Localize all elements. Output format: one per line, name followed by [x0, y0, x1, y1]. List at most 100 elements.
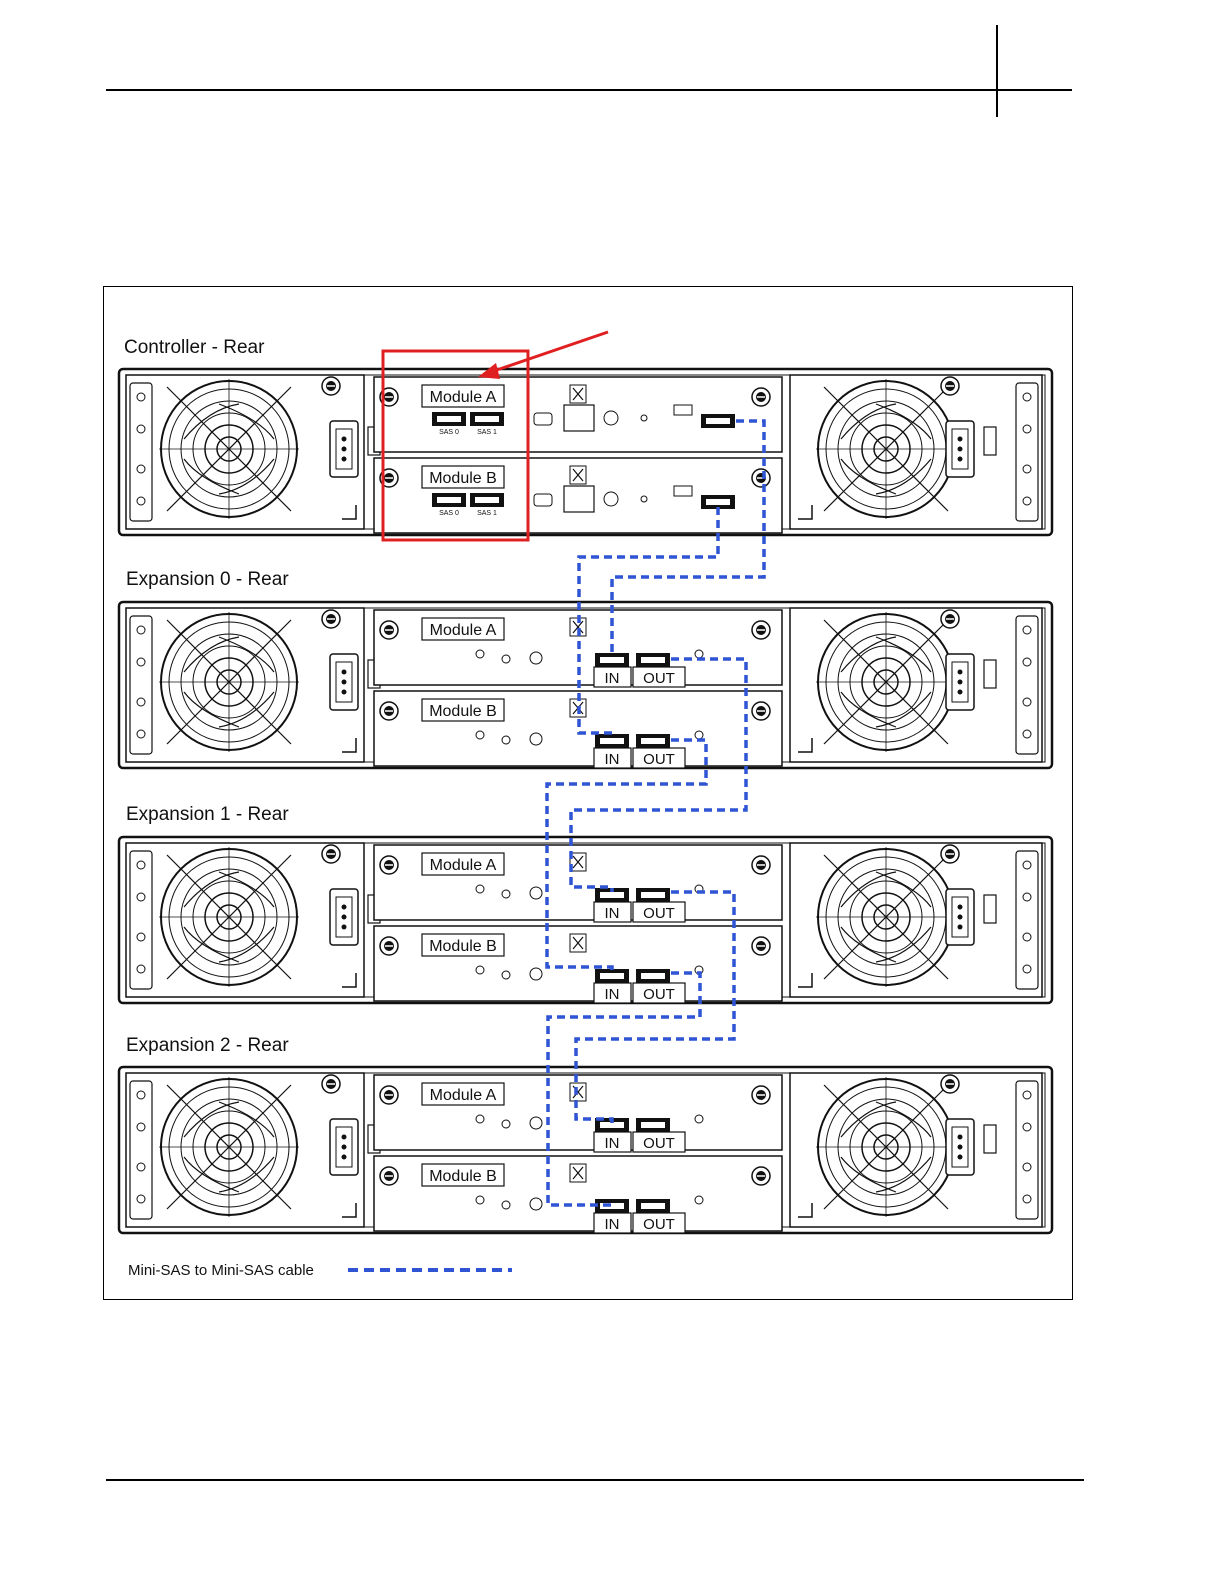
handle-hole [1023, 658, 1031, 666]
status-led [695, 1196, 703, 1204]
sas-port-label: SAS 0 [439, 510, 459, 517]
thumbscrew-icon [752, 937, 770, 955]
out-port-label: OUT [643, 1135, 675, 1152]
fan-grille-icon [159, 847, 299, 987]
module-label: Module A [430, 622, 497, 639]
power-switch [984, 427, 996, 455]
status-panel [674, 405, 692, 415]
out-port [636, 653, 670, 667]
psu-frame [790, 375, 1042, 529]
left-psu-fan-unit [126, 608, 380, 762]
thumbscrew-icon [322, 1075, 340, 1093]
ethernet-port [564, 486, 594, 512]
fan-grille-icon [159, 612, 299, 752]
thumbscrew-icon [380, 1086, 398, 1104]
ethernet-port [564, 405, 594, 431]
enclosure-title: Expansion 2 - Rear [126, 1035, 289, 1056]
in-port [595, 653, 629, 667]
status-led [502, 1120, 510, 1128]
thumbscrew-icon [752, 469, 770, 487]
status-led [476, 966, 484, 974]
footer-rule [106, 1479, 1084, 1481]
module-label: Module B [429, 703, 497, 720]
expansion-out-port [701, 414, 735, 428]
thumbscrew-icon [380, 937, 398, 955]
power-switch [984, 660, 996, 688]
io-module-b: Module BINOUT [374, 1156, 782, 1233]
legend-label: Mini-SAS to Mini-SAS cable [128, 1262, 314, 1279]
thumbscrew-icon [322, 845, 340, 863]
out-port [636, 888, 670, 902]
fan-grille-icon [816, 379, 956, 519]
fan-grille-icon [816, 847, 956, 987]
power-switch [984, 895, 996, 923]
in-port-label: IN [605, 1135, 620, 1152]
handle-hole [137, 730, 145, 738]
module-label: Module B [429, 470, 497, 487]
handle-hole [137, 658, 145, 666]
sas-port-label: SAS 1 [477, 510, 497, 517]
handle-hole [1023, 1163, 1031, 1171]
thumbscrew-icon [752, 702, 770, 720]
status-led [502, 971, 510, 979]
fan-grille-icon [159, 379, 299, 519]
handle-hole [137, 933, 145, 941]
power-inlet-icon [330, 1119, 358, 1175]
handle-hole [1023, 425, 1031, 433]
sas-port-0 [432, 493, 466, 507]
handle-hole [1023, 626, 1031, 634]
thumbscrew-icon [380, 856, 398, 874]
service-button [604, 492, 618, 506]
handle-hole [1023, 1091, 1031, 1099]
status-led [476, 1115, 484, 1123]
handle-hole [137, 626, 145, 634]
service-button [530, 652, 542, 664]
sas-port-1 [470, 412, 504, 426]
handle-hole [137, 1091, 145, 1099]
in-port-label: IN [605, 986, 620, 1003]
service-button [604, 411, 618, 425]
io-module-b: Module BINOUT [374, 691, 782, 768]
in-port [595, 1199, 629, 1213]
io-module-b: Module B SAS 0 SAS 1 [374, 458, 782, 533]
module-label: Module A [430, 1087, 497, 1104]
module-label: Module A [430, 389, 497, 406]
power-inlet-icon [330, 654, 358, 710]
handle-hole [137, 425, 145, 433]
sas-port-0 [432, 412, 466, 426]
right-psu-fan-unit [790, 1073, 1042, 1227]
status-led [476, 650, 484, 658]
thumbscrew-icon [380, 621, 398, 639]
status-led [641, 496, 647, 502]
in-port-label: IN [605, 751, 620, 768]
left-psu-fan-unit [126, 375, 380, 529]
io-module-a: Module ASAS 0SAS 1 [374, 377, 782, 452]
out-port [636, 1118, 670, 1132]
legend: Mini-SAS to Mini-SAS cable [128, 1262, 512, 1279]
handle-hole [137, 465, 145, 473]
enclosure-title: Expansion 0 - Rear [126, 569, 289, 590]
right-psu-fan-unit [790, 843, 1042, 997]
power-inlet-icon [946, 654, 974, 710]
header-rule [106, 89, 1072, 91]
thumbscrew-icon [941, 610, 959, 628]
io-module-b: Module BINOUT [374, 926, 782, 1003]
fan-grille-icon [816, 612, 956, 752]
handle-hole [137, 698, 145, 706]
in-port-label: IN [605, 905, 620, 922]
status-led [476, 731, 484, 739]
thumbscrew-icon [380, 702, 398, 720]
handle-hole [1023, 893, 1031, 901]
status-led [695, 1115, 703, 1123]
service-button [530, 968, 542, 980]
handle-hole [137, 1123, 145, 1131]
service-button [530, 1117, 542, 1129]
thumbscrew-icon [941, 377, 959, 395]
psu-frame [790, 608, 1042, 762]
handle-hole [137, 893, 145, 901]
thumbscrew-icon [752, 1086, 770, 1104]
